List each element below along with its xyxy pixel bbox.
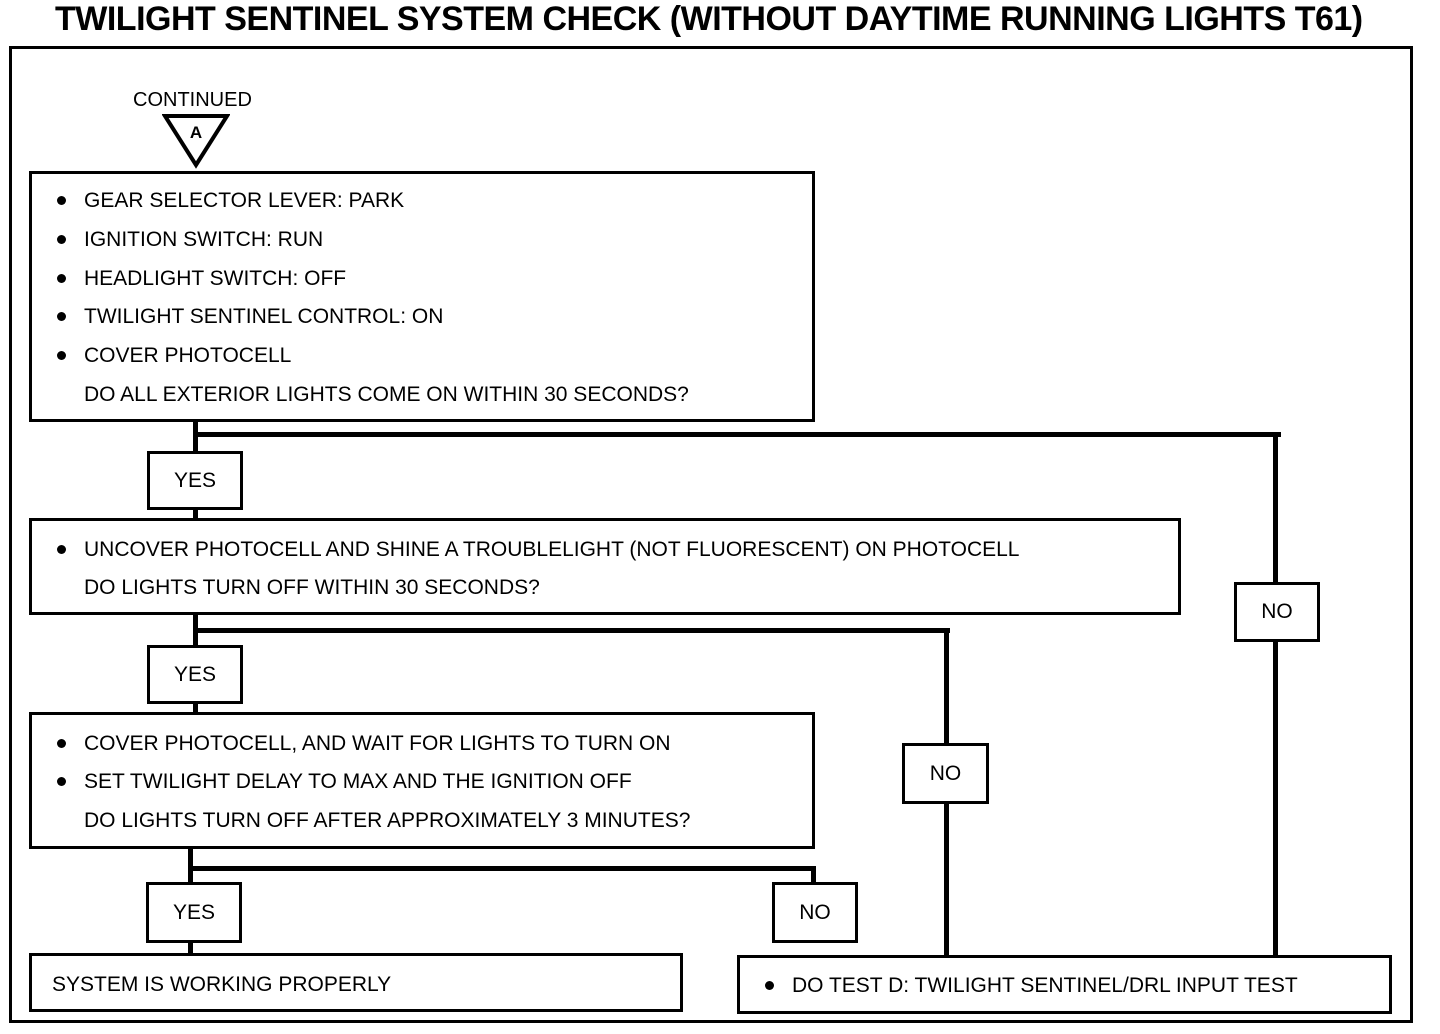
connector-line	[188, 866, 816, 871]
diagram-title: TWILIGHT SENTINEL SYSTEM CHECK (WITHOUT …	[55, 0, 1363, 38]
yes-label: YES	[173, 468, 217, 492]
no-label: NO	[799, 900, 831, 924]
step3-item: SET TWILIGHT DELAY TO MAX AND THE IGNITI…	[84, 770, 632, 793]
yes-label-box: YES	[146, 882, 242, 943]
step3-box: COVER PHOTOCELL, AND WAIT FOR LIGHTS TO …	[29, 712, 815, 849]
bullet-dot	[57, 545, 66, 554]
connector-line	[944, 628, 949, 745]
bullet-dot	[57, 235, 66, 244]
step1-item: IGNITION SWITCH: RUN	[84, 228, 324, 251]
connector-line	[811, 866, 816, 884]
step1-item: TWILIGHT SENTINEL CONTROL: ON	[84, 305, 444, 328]
bullet-dot	[765, 981, 774, 990]
connector-line	[193, 432, 1281, 437]
continued-label: CONTINUED	[133, 89, 252, 111]
connector-line	[193, 508, 198, 520]
result-ok-text: SYSTEM IS WORKING PROPERLY	[52, 973, 392, 996]
step1-item: GEAR SELECTOR LEVER: PARK	[84, 189, 405, 212]
bullet-dot	[57, 312, 66, 321]
step2-question: DO LIGHTS TURN OFF WITHIN 30 SECONDS?	[84, 576, 540, 599]
yes-label: YES	[172, 900, 216, 924]
no-label-box: NO	[1234, 582, 1320, 642]
yes-label-box: YES	[147, 451, 243, 510]
yes-label-box: YES	[147, 645, 243, 704]
connector-a-letter: A	[190, 123, 202, 142]
no-label: NO	[1261, 600, 1293, 623]
connector-line	[193, 628, 950, 633]
connector-line	[193, 702, 198, 714]
result-test-text: DO TEST D: TWILIGHT SENTINEL/DRL INPUT T…	[792, 974, 1298, 997]
bullet-dot	[57, 777, 66, 786]
bullet-dot	[57, 196, 66, 205]
diagram-frame	[9, 46, 1413, 1023]
bullet-dot	[57, 351, 66, 360]
connector-line	[188, 847, 193, 884]
step2-box: UNCOVER PHOTOCELL AND SHINE A TROUBLELIG…	[29, 518, 1181, 615]
connector-line	[1273, 640, 1278, 956]
no-label-box: NO	[902, 743, 989, 804]
connector-a-symbol: A	[162, 114, 230, 169]
connector-line	[188, 941, 193, 955]
no-label-box: NO	[772, 882, 858, 943]
bullet-dot	[57, 274, 66, 283]
step1-question: DO ALL EXTERIOR LIGHTS COME ON WITHIN 30…	[84, 383, 689, 406]
bullet-dot	[57, 739, 66, 748]
connector-line	[1273, 432, 1278, 584]
result-test-box: DO TEST D: TWILIGHT SENTINEL/DRL INPUT T…	[737, 955, 1392, 1014]
step1-box: GEAR SELECTOR LEVER: PARK IGNITION SWITC…	[29, 171, 815, 422]
step1-item: COVER PHOTOCELL	[84, 344, 292, 367]
step2-item: UNCOVER PHOTOCELL AND SHINE A TROUBLELIG…	[84, 538, 1020, 561]
no-label: NO	[929, 761, 962, 785]
step3-item: COVER PHOTOCELL, AND WAIT FOR LIGHTS TO …	[84, 732, 671, 755]
connector-line	[944, 802, 949, 956]
yes-label: YES	[173, 662, 217, 686]
step3-question: DO LIGHTS TURN OFF AFTER APPROXIMATELY 3…	[84, 809, 691, 832]
step1-item: HEADLIGHT SWITCH: OFF	[84, 267, 347, 290]
result-ok-box: SYSTEM IS WORKING PROPERLY	[29, 953, 683, 1012]
